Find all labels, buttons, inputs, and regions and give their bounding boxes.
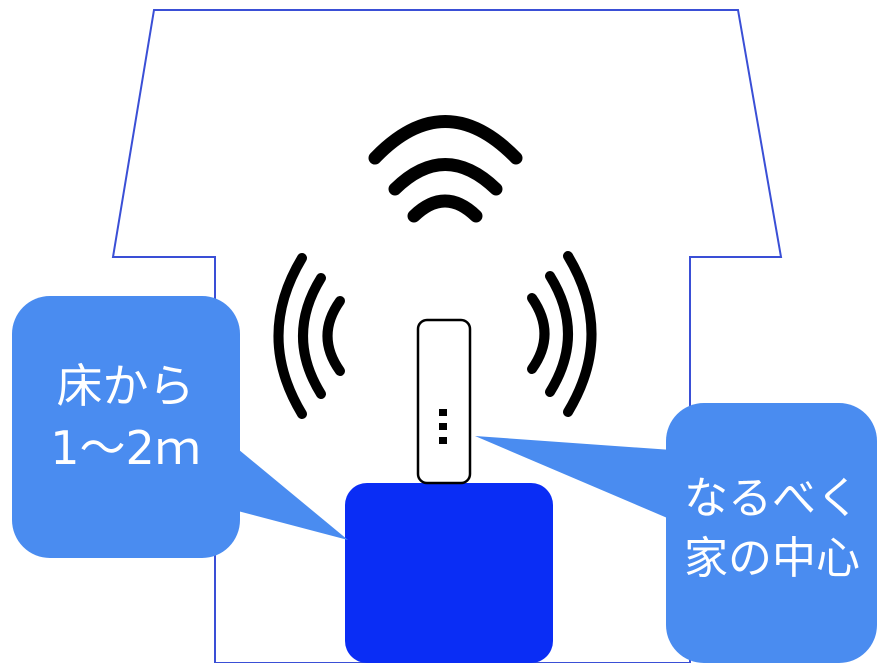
center-callout-text: なるべく 家の中心 <box>672 469 872 589</box>
floor-callout-tail <box>215 430 348 540</box>
wifi-arc-inner <box>407 194 483 223</box>
center-callout <box>475 403 877 663</box>
router-led-1 <box>439 409 447 416</box>
center-callout-tail <box>475 436 672 520</box>
router-led-3 <box>439 437 447 444</box>
floor-callout-line2: 1～2ｍ <box>50 421 201 475</box>
floor-callout-text: 床から 1～2ｍ <box>18 355 233 479</box>
router-icon <box>416 318 472 485</box>
floor-height-callout <box>12 296 348 558</box>
wifi-arc-outer <box>368 115 523 165</box>
right-wave-outer <box>563 251 597 417</box>
floor-callout-line1: 床から <box>56 359 195 413</box>
center-callout-bubble <box>666 403 877 663</box>
wifi-waves-icon <box>368 115 523 223</box>
left-wave-middle <box>298 273 326 399</box>
right-wave-inner <box>527 293 550 374</box>
left-wave-outer <box>273 253 307 419</box>
center-callout-line1: なるべく <box>684 473 860 524</box>
router-body <box>416 318 472 485</box>
center-callout-line2: 家の中心 <box>684 533 860 584</box>
furniture-block-icon <box>345 483 553 663</box>
left-waves-icon <box>273 253 345 419</box>
floor-callout-bubble <box>12 296 240 558</box>
wifi-arc-middle <box>388 158 503 196</box>
right-wave-middle <box>545 271 573 397</box>
left-wave-inner <box>322 296 345 376</box>
router-led-2 <box>439 423 447 430</box>
right-waves-icon <box>527 251 597 417</box>
